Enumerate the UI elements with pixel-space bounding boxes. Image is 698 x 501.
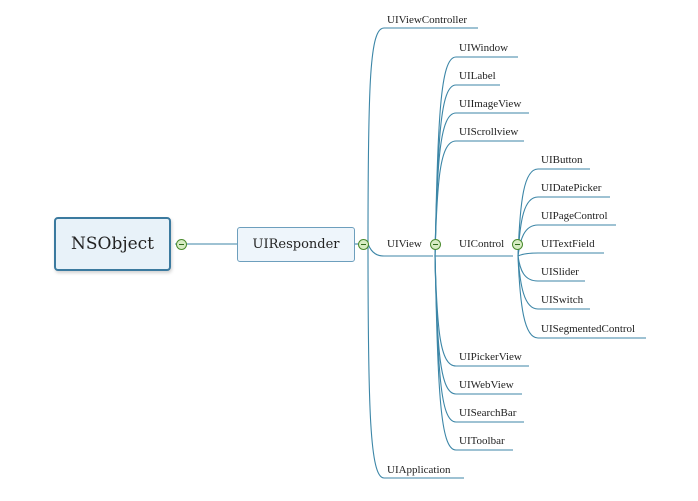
link-uiwebview xyxy=(434,255,522,395)
node-uidatepicker[interactable]: UIDatePicker xyxy=(541,182,602,194)
node-uiwindow[interactable]: UIWindow xyxy=(459,42,509,54)
node-uislider[interactable]: UISlider xyxy=(541,266,579,278)
node-uilabel[interactable]: UILabel xyxy=(459,70,496,82)
link-uibutton xyxy=(517,168,590,257)
node-uiwebview[interactable]: UIWebView xyxy=(459,379,514,391)
node-uiview[interactable]: UIView xyxy=(387,238,422,250)
link-uiscrollview xyxy=(434,140,524,257)
node-uiswitch[interactable]: UISwitch xyxy=(541,294,584,306)
link-uipickerview xyxy=(434,255,529,367)
node-uitoolbar[interactable]: UIToolbar xyxy=(459,435,505,447)
node-uiresponder[interactable]: UIResponder xyxy=(237,227,355,262)
node-nsobject[interactable]: NSObject xyxy=(54,217,171,271)
node-uiviewcontroller[interactable]: UIViewController xyxy=(387,14,467,26)
link-uilabel xyxy=(434,84,500,257)
node-uisegmentedcontrol[interactable]: UISegmentedControl xyxy=(541,323,636,335)
link-uiview xyxy=(367,243,433,257)
collapse-toggle-icon[interactable] xyxy=(512,239,523,250)
collapse-toggle-icon[interactable] xyxy=(358,239,369,250)
node-uiapplication[interactable]: UIApplication xyxy=(387,464,451,476)
node-uisearchbar[interactable]: UISearchBar xyxy=(459,407,517,419)
node-uiscrollview[interactable]: UIScrollview xyxy=(459,126,519,138)
link-uisearchbar xyxy=(434,255,524,423)
link-uiwindow xyxy=(434,56,518,257)
link-uitoolbar xyxy=(434,255,513,451)
node-uipagecontrol[interactable]: UIPageControl xyxy=(541,210,608,222)
link-application xyxy=(367,243,464,479)
collapse-toggle-icon[interactable] xyxy=(176,239,187,250)
node-uiimageview[interactable]: UIImageView xyxy=(459,98,522,110)
node-uicontrol[interactable]: UIControl xyxy=(459,238,505,250)
node-uibutton[interactable]: UIButton xyxy=(541,154,583,166)
node-uipickerview[interactable]: UIPickerView xyxy=(459,351,522,363)
collapse-toggle-icon[interactable] xyxy=(430,239,441,250)
link-uitextfield xyxy=(517,252,604,257)
link-uisegmentedcontrol xyxy=(517,255,646,339)
link-viewcontroller xyxy=(367,27,478,245)
node-uitextfield[interactable]: UITextField xyxy=(541,238,595,250)
link-uipagecontrol xyxy=(517,224,616,257)
